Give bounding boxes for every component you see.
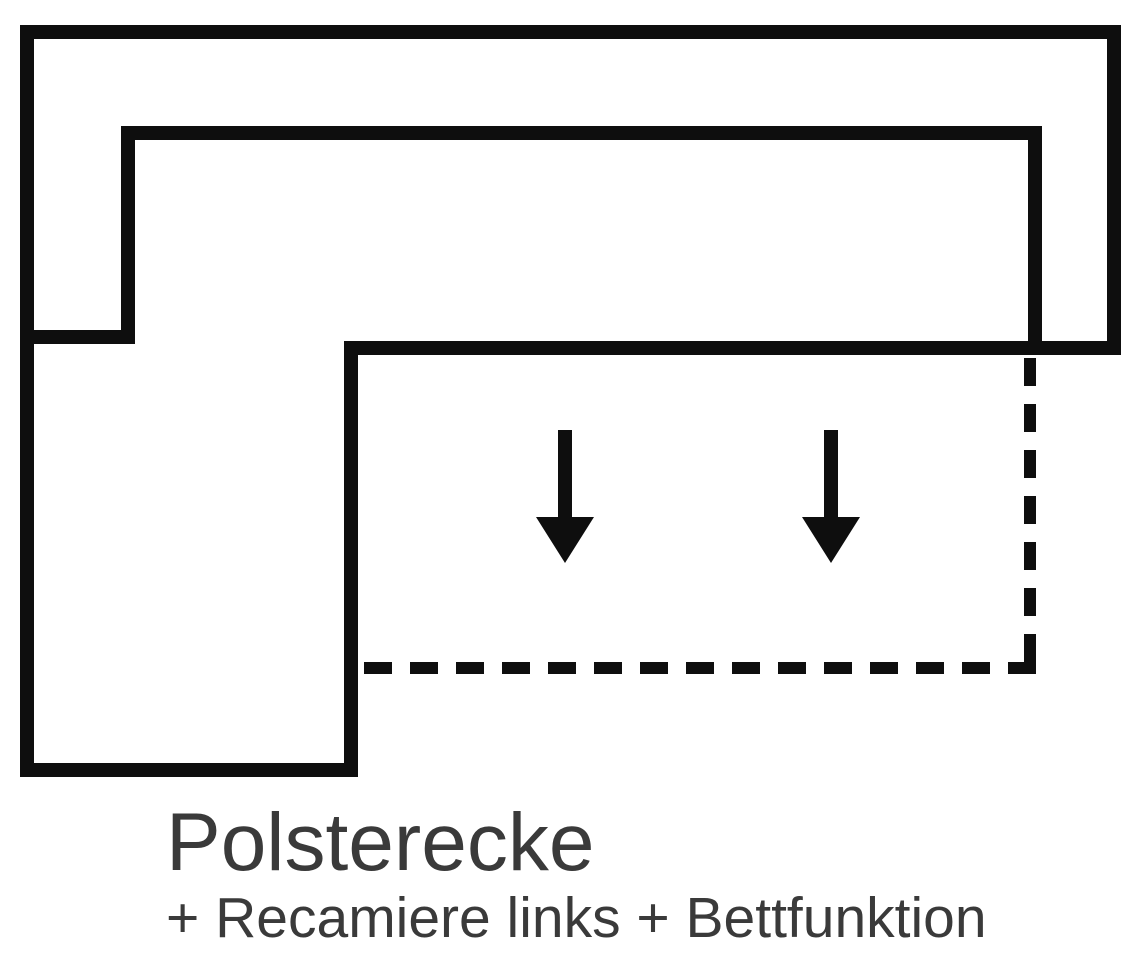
arrow-down-icon xyxy=(802,430,860,563)
sofa-outer-contour xyxy=(20,25,1121,777)
sofa-outline xyxy=(20,25,1121,777)
bed-extension-dashed-outline xyxy=(352,358,1036,674)
sofa-inner-contour xyxy=(20,126,1042,351)
product-subtitle: + Recamiere links + Bettfunktion xyxy=(166,886,987,950)
product-title: Polsterecke xyxy=(166,797,595,888)
arrow-down-icon xyxy=(536,430,594,563)
